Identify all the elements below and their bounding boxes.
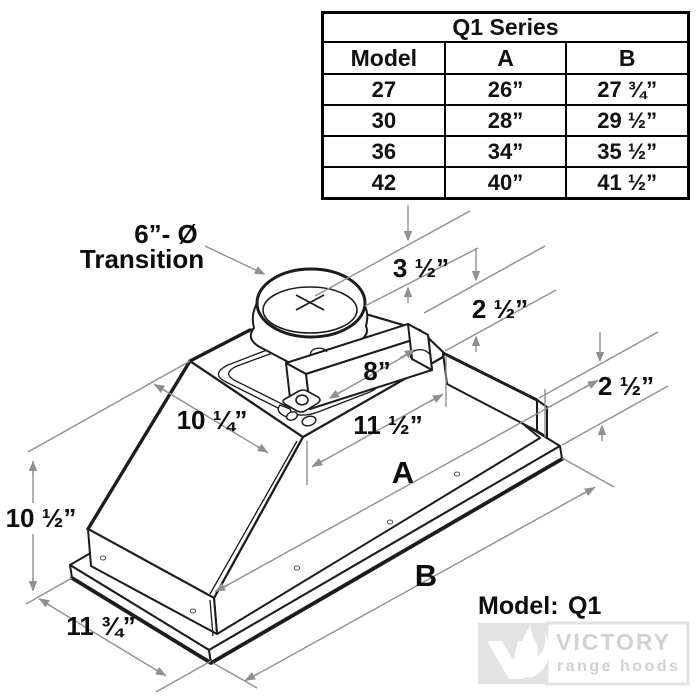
lower-band	[87, 528, 218, 637]
dim-box-length-label: 8”	[363, 356, 390, 386]
collar-opening	[262, 286, 358, 334]
dim-rail-height-label: 2 ½”	[598, 371, 654, 401]
cell-b: 35 ½”	[597, 138, 658, 164]
column-header-model: Model	[324, 43, 446, 73]
dim-flange-depth-label: 11 ¾”	[66, 611, 135, 641]
dimension-spec-table: Q1 Series Model A B 27 26” 27 ¾” 30 28” …	[321, 11, 690, 200]
power-clamp-connector	[277, 389, 321, 427]
model-note: Model: Q1	[478, 592, 601, 620]
model-note-value: Q1	[568, 592, 601, 620]
right-rail	[441, 351, 548, 438]
table-title: Q1 Series	[324, 14, 687, 43]
cell-a: 34”	[446, 137, 568, 166]
cell-b: 41 ½”	[597, 169, 658, 195]
table-row: 36 34” 35 ½”	[324, 137, 687, 168]
logo-brand-text: VICTORY	[556, 629, 671, 655]
transition-label-line1: 6”- Ø	[134, 219, 198, 249]
table-row: 27 26” 27 ¾”	[324, 75, 687, 106]
victory-logo: VICTORY range hoods	[478, 621, 690, 686]
dim-canopy-depth-label: 10 ¼”	[177, 405, 248, 435]
cell-model: 42	[324, 168, 446, 197]
logo-tagline-text: range hoods	[557, 658, 681, 675]
victory-v-flame-logo	[487, 626, 550, 679]
cell-model: 27	[324, 75, 446, 104]
table-row: 30 28” 29 ½”	[324, 106, 687, 137]
rivet-holes	[99, 471, 461, 614]
cell-model: 36	[324, 137, 446, 166]
table-header-row: Model A B	[324, 43, 687, 75]
cell-b: 29 ½”	[597, 107, 658, 133]
dim-body-height-label: 10 ½”	[6, 503, 77, 533]
transition-label-line2: Transition	[80, 244, 204, 274]
table-row: 42 40” 41 ½”	[324, 168, 687, 197]
model-note-label: Model:	[478, 592, 559, 620]
flange-bottom-edge	[70, 457, 564, 665]
dim-width-a-label: A	[392, 455, 414, 490]
column-header-a: A	[446, 43, 568, 73]
cell-a: 28”	[446, 106, 568, 135]
cell-a: 40”	[446, 168, 568, 197]
cell-model: 30	[324, 106, 446, 135]
cell-a: 26”	[446, 75, 568, 104]
collar-center-mark	[295, 294, 325, 311]
dim-width-b-label: B	[415, 558, 437, 593]
dim-deck-width-label: 11 ½”	[353, 410, 422, 440]
cell-b: 27 ¾”	[597, 76, 658, 102]
dim-collar-height-label: 3 ½”	[393, 253, 449, 283]
dim-box-height-label: 2 ½”	[472, 294, 528, 324]
dimension-lines	[25, 205, 669, 693]
dimension-labels: 6”- Ø Transition 3 ½” 2 ½” 8” 2 ½” 10 ¼”…	[6, 219, 655, 641]
column-header-b: B	[618, 44, 636, 71]
hood-body	[69, 267, 564, 665]
